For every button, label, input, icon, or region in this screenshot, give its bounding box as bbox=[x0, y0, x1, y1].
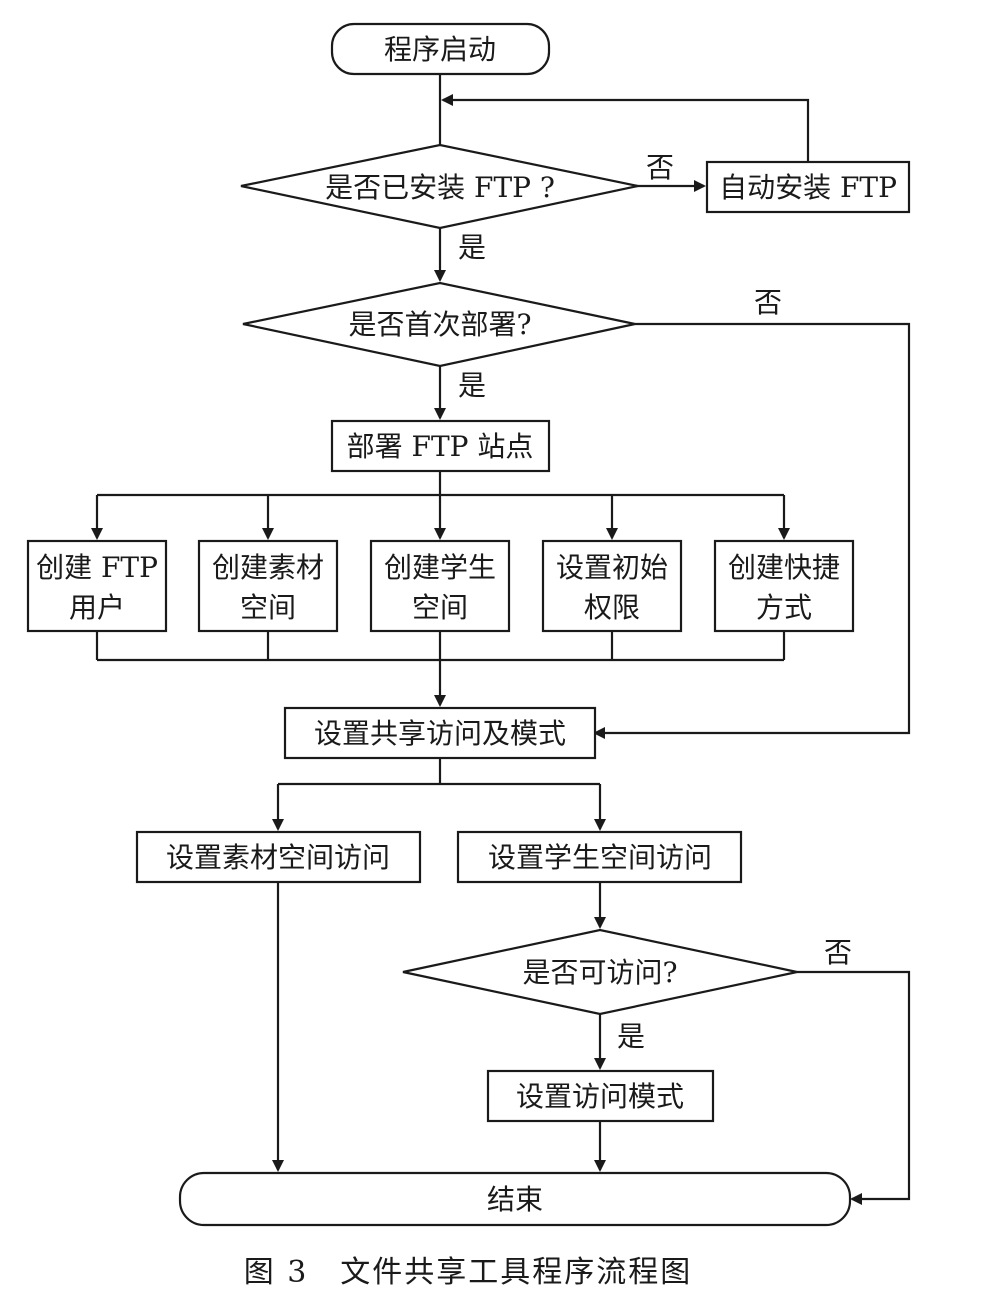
deploy-site-label: 部署 FTP 站点 bbox=[347, 430, 534, 463]
create-user-label-2: 用户 bbox=[69, 591, 125, 624]
first-deploy-decision: 是否首次部署? bbox=[242, 281, 636, 368]
ftp-yes-label: 是 bbox=[458, 231, 486, 264]
check-ftp-label: 是否已安装 FTP ? bbox=[325, 171, 555, 204]
access-yes-label: 是 bbox=[617, 1020, 645, 1053]
edge-install-loop bbox=[441, 94, 810, 162]
end-node: 结束 bbox=[178, 1171, 852, 1227]
edge-access-no bbox=[797, 970, 911, 1205]
access-no-label: 否 bbox=[824, 936, 852, 969]
figure-caption: 图 3 文件共享工具程序流程图 bbox=[244, 1255, 693, 1290]
deploy-site-node: 部署 FTP 站点 bbox=[330, 419, 551, 473]
create-material-label-2: 空间 bbox=[240, 591, 296, 624]
init-permission-label-2: 权限 bbox=[584, 591, 640, 624]
access-mode-node: 设置访问模式 bbox=[486, 1069, 715, 1123]
create-student-node: 创建学生 空间 bbox=[369, 539, 511, 633]
share-access-node: 设置共享访问及模式 bbox=[283, 706, 597, 760]
auto-install-label: 自动安装 FTP bbox=[719, 171, 897, 204]
create-user-label-1: 创建 FTP bbox=[36, 551, 158, 584]
edge-deploy-no bbox=[593, 322, 911, 739]
accessible-decision: 是否可访问? bbox=[402, 928, 798, 1016]
start-label: 程序启动 bbox=[384, 33, 496, 66]
create-user-node: 创建 FTP 用户 bbox=[26, 539, 168, 633]
init-permission-label-1: 设置初始 bbox=[556, 551, 668, 584]
check-ftp-decision: 是否已安装 FTP ? bbox=[240, 143, 639, 230]
deploy-no-label: 否 bbox=[754, 286, 782, 319]
share-access-label: 设置共享访问及模式 bbox=[314, 717, 566, 750]
create-student-label-1: 创建学生 bbox=[384, 551, 496, 584]
create-shortcut-label-2: 方式 bbox=[756, 591, 812, 624]
access-mode-label: 设置访问模式 bbox=[516, 1080, 684, 1113]
init-permission-node: 设置初始 权限 bbox=[541, 539, 683, 633]
end-label: 结束 bbox=[487, 1183, 543, 1216]
material-access-node: 设置素材空间访问 bbox=[135, 830, 422, 884]
auto-install-node: 自动安装 FTP bbox=[705, 160, 911, 214]
material-access-label: 设置素材空间访问 bbox=[166, 841, 390, 874]
create-student-label-2: 空间 bbox=[412, 591, 468, 624]
create-shortcut-label-1: 创建快捷 bbox=[728, 551, 840, 584]
create-shortcut-node: 创建快捷 方式 bbox=[713, 539, 855, 633]
ftp-no-label: 否 bbox=[646, 151, 674, 184]
create-material-node: 创建素材 空间 bbox=[197, 539, 339, 633]
student-access-label: 设置学生空间访问 bbox=[488, 841, 712, 874]
start-node: 程序启动 bbox=[330, 22, 551, 76]
deploy-yes-label: 是 bbox=[458, 369, 486, 402]
create-material-label-1: 创建素材 bbox=[212, 551, 324, 584]
first-deploy-label: 是否首次部署? bbox=[348, 308, 531, 341]
student-access-node: 设置学生空间访问 bbox=[456, 830, 743, 884]
accessible-label: 是否可访问? bbox=[522, 956, 677, 989]
